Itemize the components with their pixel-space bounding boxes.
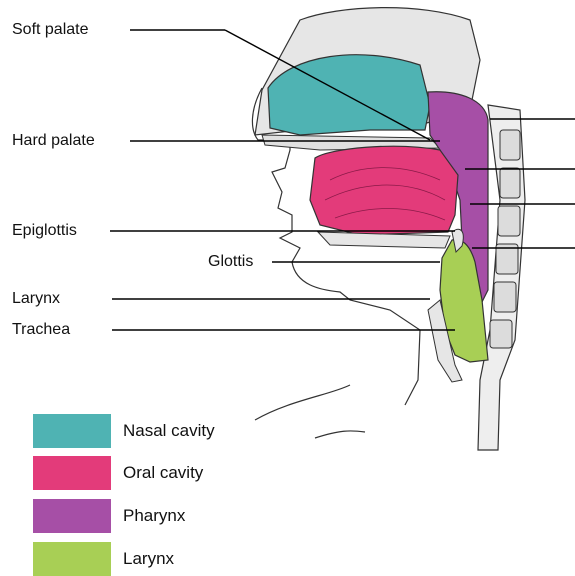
jaw-floor (318, 232, 450, 248)
legend-swatch-larynx (33, 542, 111, 576)
legend-label-larynx: Larynx (123, 549, 174, 569)
legend-label-oral-cavity: Oral cavity (123, 463, 203, 483)
legend-item-pharynx: Pharynx (33, 499, 333, 533)
oral-cavity (310, 146, 458, 235)
legend-item-oral-cavity: Oral cavity (33, 456, 333, 490)
label-glottis: Glottis (208, 253, 253, 271)
legend-swatch-nasal-cavity (33, 414, 111, 448)
legend-label-pharynx: Pharynx (123, 506, 185, 526)
legend-swatch-oral-cavity (33, 456, 111, 490)
label-larynx: Larynx (12, 290, 60, 308)
label-soft-palate: Soft palate (12, 21, 89, 39)
legend-item-larynx: Larynx (33, 542, 333, 576)
label-trachea: Trachea (12, 321, 70, 339)
legend-swatch-pharynx (33, 499, 111, 533)
label-hard-palate: Hard palate (12, 132, 95, 150)
legend-item-nasal-cavity: Nasal cavity (33, 414, 333, 448)
legend-label-nasal-cavity: Nasal cavity (123, 421, 215, 441)
label-epiglottis: Epiglottis (12, 222, 77, 240)
